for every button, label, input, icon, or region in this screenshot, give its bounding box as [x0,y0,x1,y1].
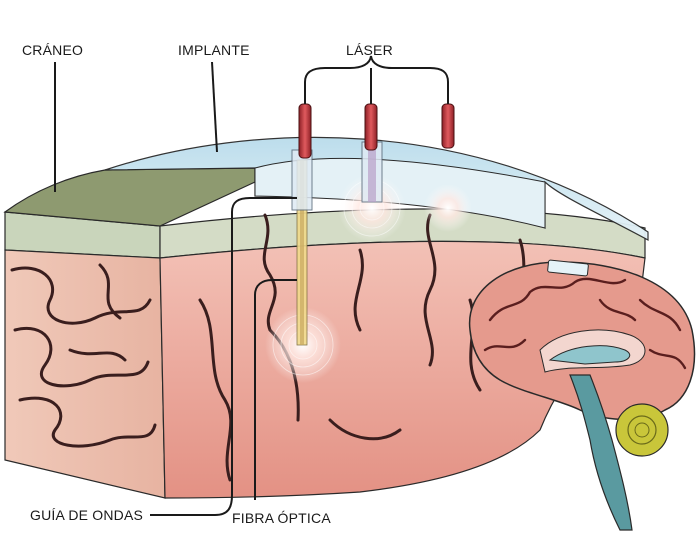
laser-rod-3 [441,103,455,149]
laser-rod-1 [298,103,312,159]
label-implant: IMPLANTE [178,42,250,58]
light-glow-surface-2 [424,184,472,232]
laser-rod-2 [364,103,378,151]
leader-optical-fiber [254,279,297,500]
optical-fiber-core [300,160,304,345]
waveguide-left [291,149,313,211]
leader-waveguide [150,197,297,516]
label-laser: LÁSER [346,42,393,58]
laser-bracket [304,55,449,104]
brain-left-face-folds [10,263,157,448]
leader-lines [54,61,297,516]
brain-sagittal-inset [468,259,696,531]
label-waveguide: GUÍA DE ONDAS [30,507,143,523]
leader-implant [211,61,218,153]
label-optical-fiber: FIBRA ÓPTICA [232,510,331,526]
light-glow-surface-1 [338,174,406,242]
waveguide-middle-core [368,142,376,202]
label-skull: CRÁNEO [22,42,83,58]
brain-left-face [4,249,166,499]
